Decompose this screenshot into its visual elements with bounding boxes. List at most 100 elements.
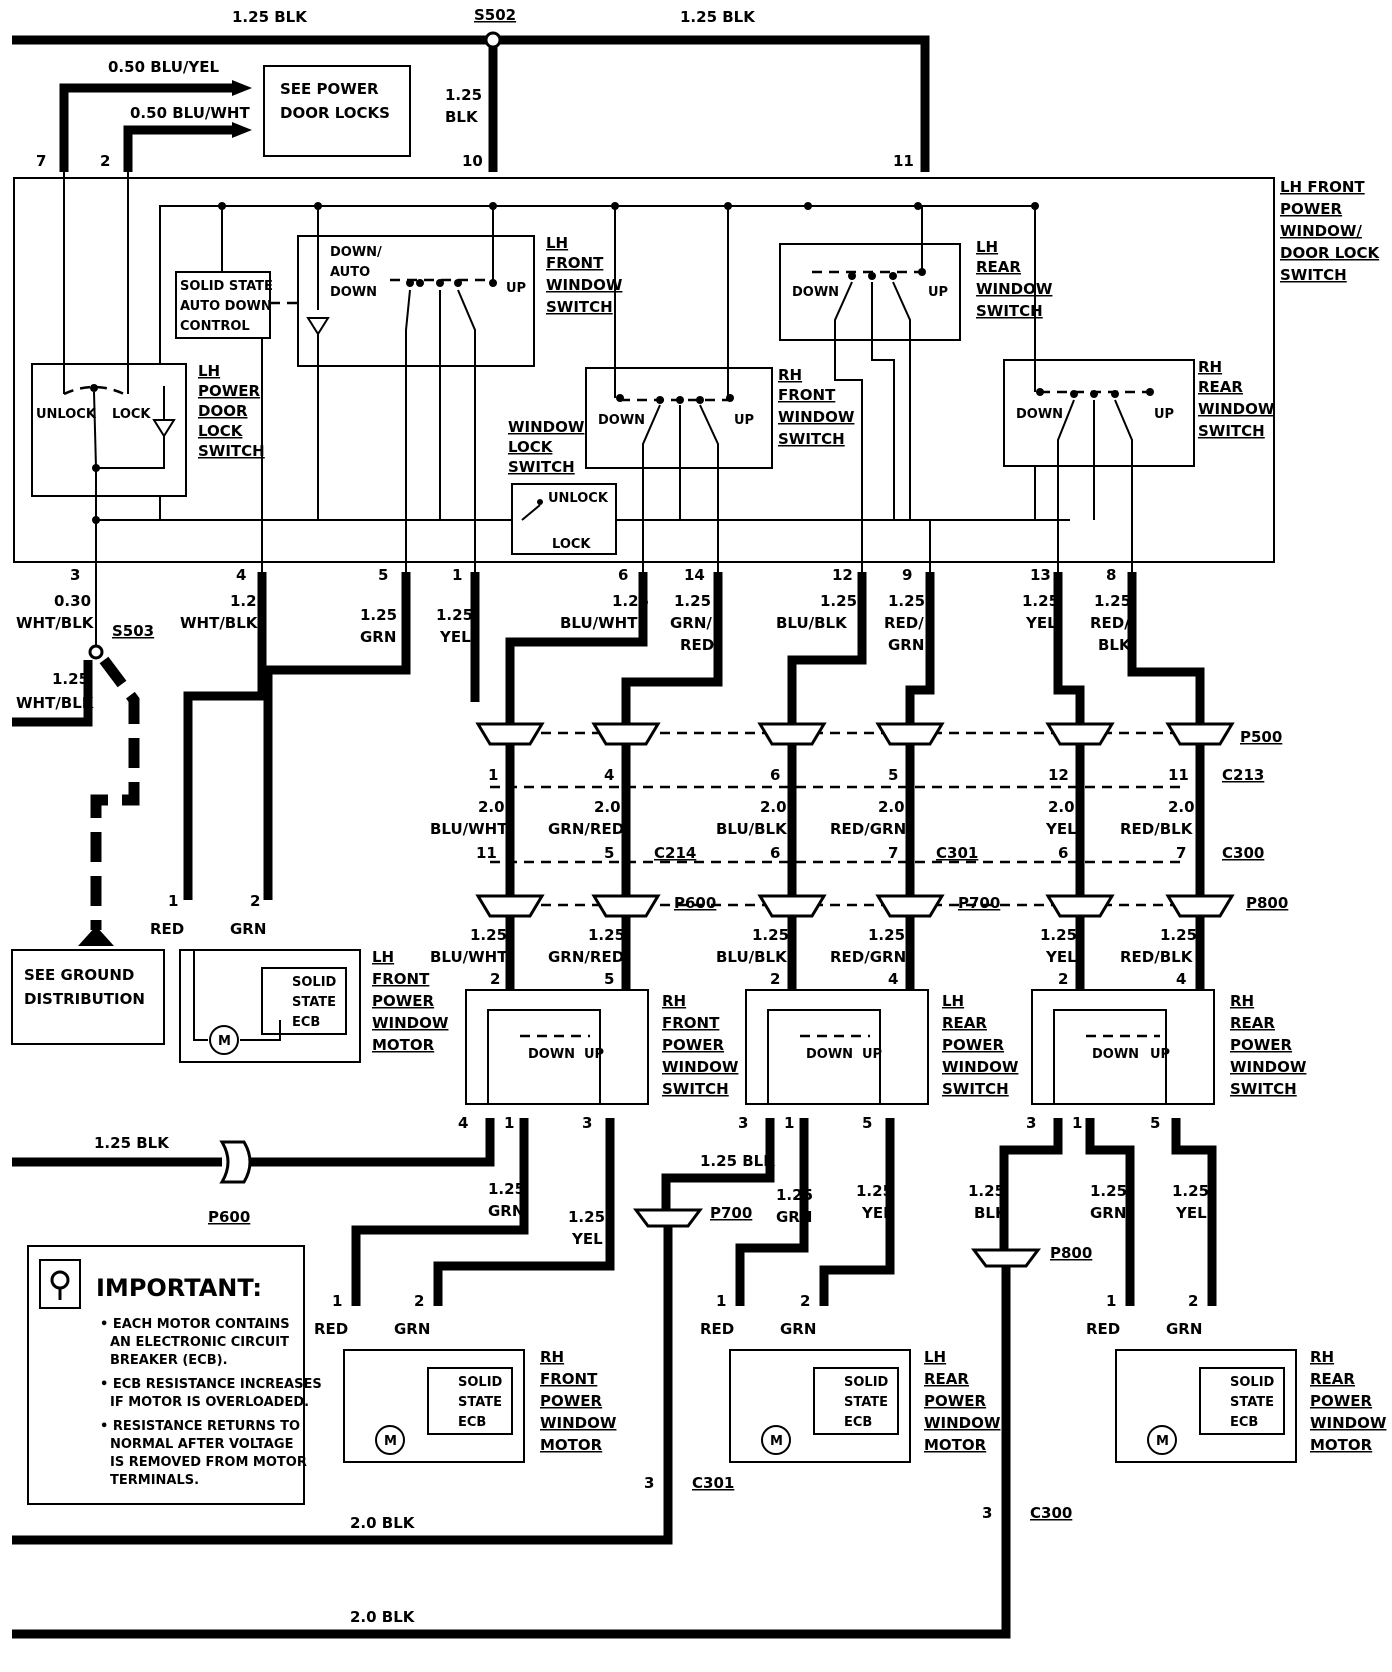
rhr-switch-title-3: POWER [1230, 1036, 1293, 1054]
c213-pin: 11 [1168, 766, 1189, 784]
rh-rear-power-window-motor: 1 2 RED GRN SOLID STATE ECB M RH REAR PO… [1086, 1292, 1387, 1463]
connector-p500: P500 [1240, 728, 1282, 746]
rfm-grn: GRN [394, 1320, 430, 1338]
wire-14-color-2: RED [680, 636, 714, 654]
rf-grn-color: GRN [488, 1202, 524, 1220]
ground-wire-1: 2.0 BLK [350, 1514, 416, 1532]
lower-wiring: 1.25 BLK P600 1.25 GRN 1.25 YEL 1.25 BLK… [12, 1118, 1217, 1639]
rr-yel-color: YEL [1175, 1204, 1207, 1222]
rhr-sw-pin: 1 [1072, 1114, 1082, 1132]
lh-front-window-switch-title-2: FRONT [546, 254, 604, 272]
door-lock-switch-title-4: LOCK [198, 422, 244, 440]
important-line: • ECB RESISTANCE INCREASES [100, 1377, 322, 1392]
rfm-ecb-2: STATE [458, 1395, 502, 1410]
rh-front-window-switch-title: RH [778, 366, 802, 384]
important-line: TERMINALS. [110, 1473, 199, 1488]
lhf-motor-title-4: WINDOW [372, 1014, 449, 1032]
rhr-switch-title-2: REAR [1230, 1014, 1275, 1032]
wire-125-pin: 2 [1058, 970, 1068, 988]
c213-pin: 1 [488, 766, 498, 784]
c213-pin: 5 [888, 766, 898, 784]
rrm-motor-icon [1147, 1425, 1177, 1455]
lrm-ecb-3: ECB [844, 1415, 872, 1430]
rh-rear-window-switch-title-2: REAR [1198, 378, 1243, 396]
wire-9-color-2: GRN [888, 636, 924, 654]
important-note: IMPORTANT: • EACH MOTOR CONTAINS AN ELEC… [27, 1245, 322, 1505]
see-ground-label-2: DISTRIBUTION [24, 990, 145, 1008]
rhf-switch-title-3: POWER [662, 1036, 725, 1054]
wire-8-size: 1.25 [1094, 592, 1131, 610]
rh-front-power-window-switch: DOWN UP RH FRONT POWER WINDOW SWITCH 4 1… [458, 989, 739, 1132]
c213-pin: 6 [770, 766, 780, 784]
rf-yel-size: 1.25 [568, 1208, 605, 1226]
connector-c300: C300 [1222, 844, 1264, 862]
wire-125-pin: 2 [770, 970, 780, 988]
lrm-title-4: WINDOW [924, 1414, 1001, 1432]
rfm-title-2: FRONT [540, 1370, 598, 1388]
wire-20-size: 2.0 [1168, 798, 1195, 816]
lh-front-power-window-motor: 1 2 RED GRN SOLID STATE ECB M LH FRONT P… [150, 892, 449, 1063]
c2xx-pin: 7 [888, 844, 898, 862]
ground-wire-2: 2.0 BLK [350, 1608, 416, 1626]
lhr-sw-pin: 5 [862, 1114, 872, 1132]
pin-7: 7 [36, 152, 46, 170]
down-auto-label-2: AUTO [330, 265, 370, 280]
rh-front-window-switch-title-4: SWITCH [778, 430, 845, 448]
important-line: NORMAL AFTER VOLTAGE [110, 1437, 293, 1452]
rf-yel-color: YEL [571, 1230, 603, 1248]
wire-label-top-left: 1.25 BLK [232, 8, 308, 26]
rfm-pin1: 1 [332, 1292, 342, 1310]
lrm-m: M [770, 1434, 783, 1449]
wire-10-color: BLK [445, 108, 479, 126]
splice-s502 [484, 31, 502, 49]
lhf-motor-red: RED [150, 920, 184, 938]
lrm-motor-icon [761, 1425, 791, 1455]
door-lock-switch-title-3: DOOR [198, 402, 248, 420]
pin-8: 8 [1106, 566, 1116, 584]
wire-1-size: 1.25 [436, 606, 473, 624]
lh-front-window-switch-title-4: SWITCH [546, 298, 613, 316]
lrm-red: RED [700, 1320, 734, 1338]
important-line: AN ELECTRONIC CIRCUIT [110, 1335, 289, 1350]
wire-125-size: 1.25 [868, 926, 905, 944]
rh-front-window-switch-title-3: WINDOW [778, 408, 855, 426]
rhr-up-label: UP [1154, 407, 1174, 422]
wire-8-color: RED/ [1090, 614, 1130, 632]
rfm-red: RED [314, 1320, 348, 1338]
master-output-pins: 3 0.30 WHT/BLK 4 1.25 WHT/BLK 5 1.25 GRN… [16, 566, 1132, 654]
lrm-ecb-2: STATE [844, 1395, 888, 1410]
rfm-title-5: MOTOR [540, 1436, 603, 1454]
lhr-sw-pin: 3 [738, 1114, 748, 1132]
wire-125-color: GRN/RED [548, 948, 624, 966]
wire-125-color: RED/BLK [1120, 948, 1194, 966]
down-auto-label: DOWN/ [330, 245, 382, 260]
wire-125-pin: 4 [888, 970, 898, 988]
master-title-5: SWITCH [1280, 266, 1347, 284]
connector-p800: P800 [1246, 894, 1288, 912]
lhf-ecb-label: SOLID [292, 975, 337, 990]
wire-125-color: RED/GRN [830, 948, 906, 966]
wire-20-size: 2.0 [878, 798, 905, 816]
rrm-ecb: SOLID [1230, 1375, 1275, 1390]
wire-label-top-right: 1.25 BLK [680, 8, 756, 26]
wire-20-color: RED/GRN [830, 820, 906, 838]
lhr-switch-title-3: POWER [942, 1036, 1005, 1054]
wire-20-color: BLU/BLK [716, 820, 788, 838]
rhf-sw-pin: 4 [458, 1114, 468, 1132]
lh-rear-window-switch-box [779, 243, 961, 341]
rhf-switch-title: RH [662, 992, 686, 1010]
lh-front-master-switch: LH FRONT POWER WINDOW/ DOOR LOCK SWITCH … [13, 172, 1381, 572]
lhf-motor-pin2: 2 [250, 892, 260, 910]
down-auto-label-3: DOWN [330, 285, 377, 300]
lhr-sw-down: DOWN [806, 1047, 853, 1062]
lhf-motor-grn: GRN [230, 920, 266, 938]
harness-wires: S503 1.25 WHT/BLK SEE GROUND DISTRIBUTIO… [11, 572, 1205, 1045]
connector-c301: C301 [936, 844, 978, 862]
pin-9: 9 [902, 566, 912, 584]
rhf-switch-title-2: FRONT [662, 1014, 720, 1032]
lh-front-window-switch-title: LH [546, 234, 568, 252]
lr-yel-size: 1.25 [856, 1182, 893, 1200]
rr-blk-color: BLK [974, 1204, 1008, 1222]
rrm-grn: GRN [1166, 1320, 1202, 1338]
connector-c214: C214 [654, 844, 696, 862]
